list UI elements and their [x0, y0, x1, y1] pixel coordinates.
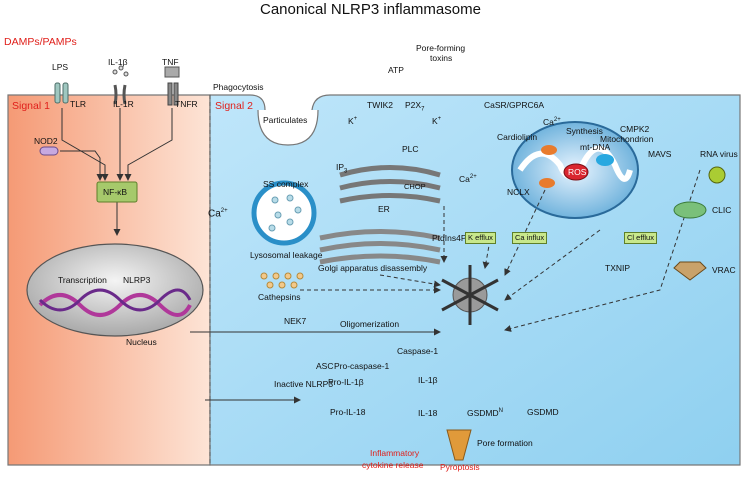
k-ion-label-2: K+	[432, 115, 442, 126]
chop-label: CHOP	[404, 182, 426, 191]
gsdmd-pore-icon	[446, 429, 472, 461]
txnip-label: TXNIP	[605, 263, 631, 273]
lysosomal-leakage-label: Lysosomal leakage	[250, 250, 323, 260]
ss-complex-label: SS complex	[263, 179, 309, 189]
ptdins4p-label: PtdIns4P	[432, 233, 467, 243]
golgi-label: Golgi apparatus disassembly	[318, 263, 428, 273]
nod2-label: NOD2	[34, 136, 58, 146]
cathepsins-label: Cathepsins	[258, 292, 301, 302]
pore-forming-label: Pore-forming	[416, 43, 466, 53]
lysosome-particles	[268, 194, 302, 232]
mito-cristae	[517, 145, 633, 182]
pro-il18-label: Pro-IL-18	[330, 407, 366, 417]
clic-channel-icon	[673, 201, 707, 219]
asc-label: ASC	[316, 361, 334, 371]
lysosome-icon	[251, 180, 317, 246]
mtdna-label: mt-DNA	[580, 142, 611, 152]
pyroptosis-label: Pyroptosis	[440, 462, 480, 472]
nclx-label: NCLX	[507, 187, 530, 197]
twik2-label: TWIK2	[367, 100, 393, 110]
vrac-label: VRAC	[712, 265, 736, 275]
clic-label: CLIC	[712, 205, 732, 215]
er-icon	[339, 165, 441, 204]
pore-formation-label: Pore formation	[477, 438, 533, 448]
inflammasome-icon	[441, 265, 499, 325]
pro-il1b-label: Pro-IL-1β	[328, 377, 364, 387]
mitochondrion-label: Mitochondrion	[600, 134, 654, 144]
particulates-vesicle	[257, 109, 319, 146]
tnf-label: TNF	[162, 57, 179, 67]
vrac-channel-icon	[673, 261, 707, 281]
mavs-dot	[596, 154, 614, 166]
pro-casp1-label: Pro-caspase-1	[334, 361, 390, 371]
nod2-icon	[39, 146, 59, 156]
mavs-label: MAVS	[648, 149, 672, 159]
cardiolipin-dot	[541, 145, 557, 155]
inflammatory-label: Inflammatory	[370, 448, 420, 458]
ip3-label: IP3	[336, 162, 348, 175]
cardiolipin-dot-2	[539, 178, 555, 188]
rna-virus-label: RNA virus	[700, 149, 738, 159]
nucleus-label: Nucleus	[126, 337, 157, 347]
dna-icon	[38, 288, 192, 317]
lps-label: LPS	[52, 62, 69, 72]
gsdmdn-label: GSDMDN	[467, 407, 503, 418]
k-efflux-box: K efflux	[465, 232, 496, 244]
il18-label: IL-18	[418, 408, 438, 418]
nfkb-label: NF-κB	[103, 187, 128, 197]
golgi-icon	[319, 229, 441, 265]
nfkb-box	[96, 181, 138, 203]
tlr-receptor-icon	[54, 82, 69, 104]
ca-lyso-label: Ca2+	[208, 208, 228, 220]
p2x7-label: P2X7	[405, 100, 425, 113]
tlr-label: TLR	[70, 99, 87, 109]
il1b-ligand-label: IL-1β	[108, 57, 128, 67]
gsdmd-label: GSDMD	[527, 407, 559, 417]
tnfr-receptor-icon	[164, 66, 180, 106]
casr-label: CaSR/GPRC6A	[484, 100, 544, 110]
synthesis-label: Synthesis	[566, 126, 603, 136]
nucleus-icon	[26, 243, 204, 337]
ca-er-label: Ca2+	[459, 173, 477, 184]
figure-title: Canonical NLRP3 inflammasome	[260, 1, 481, 18]
nlrp3-label: NLRP3	[123, 275, 151, 285]
cardiolipin-label: Cardiolipin	[497, 132, 538, 142]
signal1-label: Signal 1	[12, 100, 50, 112]
transcription-label: Transcription	[58, 275, 107, 285]
cmpk2-label: CMPK2	[620, 124, 650, 134]
k-ion-label-1: K+	[348, 115, 358, 126]
damps-label: DAMPs/PAMPs	[4, 36, 77, 48]
ros-icon	[563, 163, 589, 181]
oligomerization-label: Oligomerization	[340, 319, 400, 329]
signal2-label: Signal 2	[215, 100, 253, 112]
il1r-receptor-icon	[112, 65, 129, 105]
ca-top-label: Ca2+	[543, 116, 561, 127]
atp-label: ATP	[388, 65, 404, 75]
ros-label: ROS	[568, 167, 587, 177]
il1r-label: IL-1R	[113, 99, 134, 109]
cl-efflux-box: Cl efflux	[624, 232, 657, 244]
inactive-nlrp3-label: Inactive NLRP3	[274, 379, 334, 389]
particulates-label: Particulates	[263, 115, 308, 125]
er-label: ER	[378, 204, 390, 214]
signal1-arrows	[60, 108, 173, 236]
plc-label: PLC	[402, 144, 419, 154]
caspase1-label: Caspase-1	[397, 346, 439, 356]
ca-influx-box: Ca influx	[512, 232, 548, 244]
toxins-label: toxins	[430, 53, 453, 63]
cathepsins-dots	[260, 272, 304, 289]
phagocytosis-label: Phagocytosis	[213, 82, 264, 92]
rna-virus-icon	[708, 166, 726, 184]
nek7-label: NEK7	[284, 316, 307, 326]
tnfr-label: TNFR	[175, 99, 198, 109]
cytokine-release-label: cytokine release	[362, 460, 424, 470]
il1b-label: IL-1β	[418, 375, 438, 385]
